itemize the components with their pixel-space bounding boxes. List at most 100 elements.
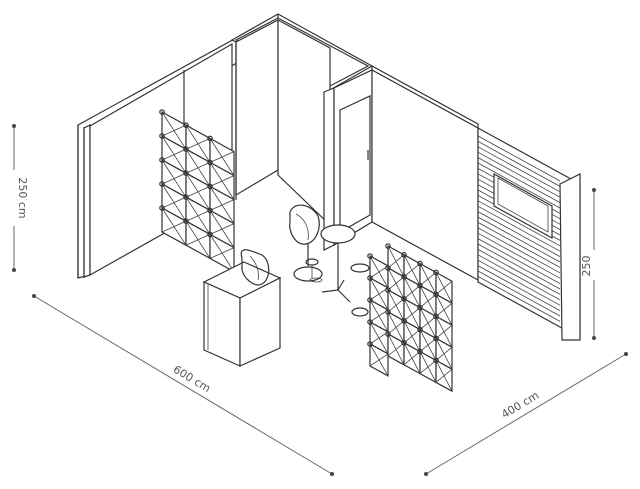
shelf-brace (209, 223, 235, 235)
bistro-table (320, 224, 356, 303)
wall-slat (477, 243, 561, 290)
shelf-brace (419, 272, 437, 286)
shelf-node (417, 282, 423, 289)
shelf-node (367, 275, 373, 281)
chair-counter (240, 249, 270, 286)
shelf-node (433, 269, 439, 276)
wall-slat (477, 249, 561, 295)
shelf-brace (369, 353, 389, 367)
wall-slat (477, 146, 561, 193)
shelf-node (433, 313, 439, 320)
wall-slat (477, 200, 561, 247)
shelf-node (159, 109, 165, 115)
dimension-label-height-right: 250 (580, 256, 593, 277)
shelf-brace (435, 280, 453, 295)
dimension-width-front: 600 cm (32, 294, 334, 476)
chair-front (350, 263, 370, 317)
storage-room (323, 69, 373, 251)
shelf-brace (419, 294, 437, 308)
dimension-height-right: 250 (580, 188, 601, 340)
shelf-brace (387, 298, 405, 313)
shelf-node (207, 159, 213, 166)
shelf-brace (185, 234, 211, 246)
shelf-node (417, 304, 423, 311)
shelf-brace (403, 263, 421, 278)
back-wall-center (235, 18, 331, 227)
shelf-brace (403, 351, 421, 366)
shelf-brace (161, 172, 187, 185)
wall-slat (477, 227, 561, 274)
shelf-brace (403, 285, 421, 300)
shelf-brace (387, 320, 405, 335)
shelf-brace (209, 247, 235, 259)
shelf-node (417, 348, 423, 355)
shelf-brace (387, 254, 405, 269)
shelf-node (159, 181, 165, 187)
shelf-brace (161, 196, 187, 209)
wall-slat (477, 151, 561, 198)
wall-slat (477, 135, 561, 182)
shelf-brace (369, 309, 389, 323)
shelf-node (433, 357, 439, 364)
shelf-node (183, 194, 189, 201)
shelf-brace (419, 316, 437, 330)
shelf-brace (185, 186, 211, 198)
wall-slat (477, 254, 561, 301)
cube-shelf-right (367, 243, 453, 393)
shelf-node (183, 170, 189, 177)
shelf-node (183, 122, 189, 129)
shelf-node (159, 157, 165, 163)
cube-shelf-left (159, 109, 235, 273)
shelf-node (385, 243, 391, 249)
shelf-node (207, 231, 213, 238)
wall-screen (493, 172, 553, 240)
shelf-brace (435, 324, 453, 339)
shelf-node (401, 295, 407, 302)
shelf-node (367, 297, 373, 303)
shelf-node (417, 260, 423, 267)
wall-slat (477, 265, 561, 311)
shelf-node (385, 331, 391, 337)
wall-slat (477, 216, 561, 263)
shelf-node (417, 326, 423, 333)
shelf-node (385, 309, 391, 315)
shelf-brace (209, 199, 235, 211)
wall-slat (477, 276, 561, 322)
wall-slat (477, 270, 561, 317)
shelf-node (183, 218, 189, 225)
shelf-node (401, 339, 407, 346)
shelf-node (159, 205, 165, 211)
wall-slat (477, 232, 561, 279)
shelf-node (385, 265, 391, 271)
shelf-brace (369, 287, 389, 301)
wall-slat (477, 211, 561, 257)
shelf-brace (185, 138, 211, 150)
dimension-depth-right: 400 cm (424, 352, 628, 476)
dimension-label-height-left: 250 cm (16, 177, 29, 218)
shelf-node (183, 146, 189, 153)
shelf-node (433, 335, 439, 342)
shelf-brace (435, 368, 453, 383)
shelf-brace (209, 175, 235, 187)
wall-slat (477, 259, 561, 306)
shelf-brace (161, 124, 187, 137)
wall-slat (477, 157, 561, 203)
shelf-node (401, 317, 407, 324)
wall-slat (477, 238, 561, 284)
shelf-brace (419, 360, 437, 374)
wall-slat (477, 281, 561, 328)
shelf-node (385, 287, 391, 293)
shelf-brace (161, 148, 187, 161)
shelf-node (159, 133, 165, 139)
shelf-brace (369, 265, 389, 279)
shelf-brace (403, 307, 421, 322)
dimension-height-left: 250 cm (8, 124, 29, 272)
shelf-node (433, 291, 439, 298)
reception-counter (202, 261, 282, 367)
shelf-node (401, 273, 407, 280)
shelf-node (367, 319, 373, 325)
dimension-label-depth-right: 400 cm (499, 389, 541, 421)
shelf-brace (369, 331, 389, 345)
stool-1 (305, 258, 323, 283)
wall-slat (477, 222, 561, 268)
